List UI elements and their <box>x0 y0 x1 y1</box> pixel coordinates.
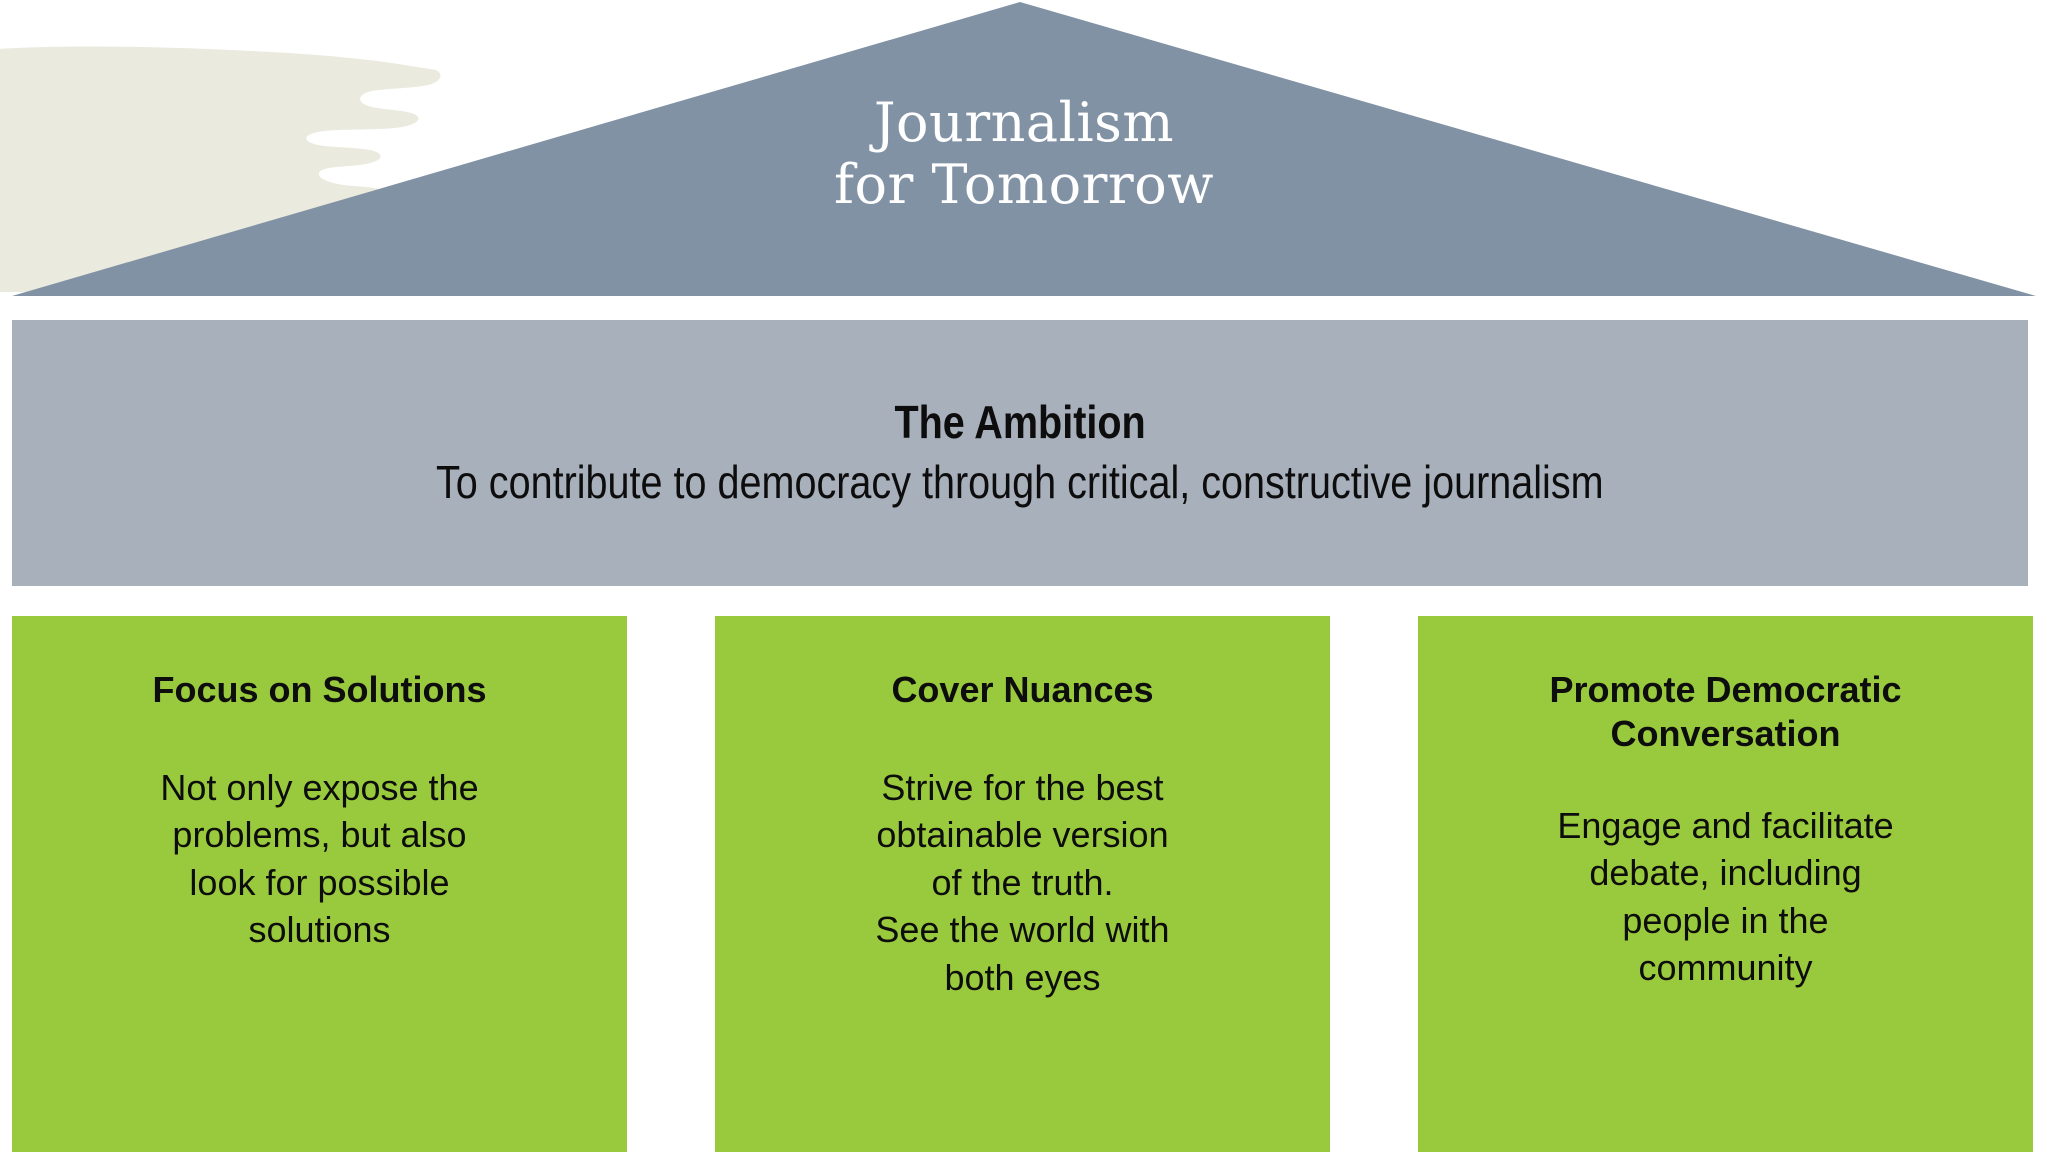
pillar-heading: Focus on Solutions <box>152 669 487 710</box>
pillar-body: Not only expose the problems, but also l… <box>160 766 479 951</box>
pillar-promote-democratic-conversation: Promote Democratic Conversation Engage a… <box>1418 616 2033 1152</box>
pillar-heading: Promote Democratic Conversation <box>1549 669 1902 754</box>
roof-triangle <box>12 2 2036 296</box>
roof-section: Journalism for Tomorrow <box>0 0 2048 300</box>
roof-graphic <box>0 2 2036 296</box>
pillar-focus-on-solutions: Focus on Solutions Not only expose the p… <box>12 616 627 1152</box>
ambition-subtitle: To contribute to democracy through criti… <box>436 455 1604 508</box>
pillars-row: Focus on Solutions Not only expose the p… <box>12 616 2033 1152</box>
ambition-band: The Ambition To contribute to democracy … <box>12 320 2028 586</box>
pillar-body: Strive for the best obtainable version o… <box>875 766 1170 998</box>
pillar-heading: Cover Nuances <box>891 669 1154 710</box>
pillar-body: Engage and facilitate debate, including … <box>1557 804 1894 989</box>
pillar-cover-nuances: Cover Nuances Strive for the best obtain… <box>715 616 1330 1152</box>
ambition-title: The Ambition <box>894 395 1146 448</box>
